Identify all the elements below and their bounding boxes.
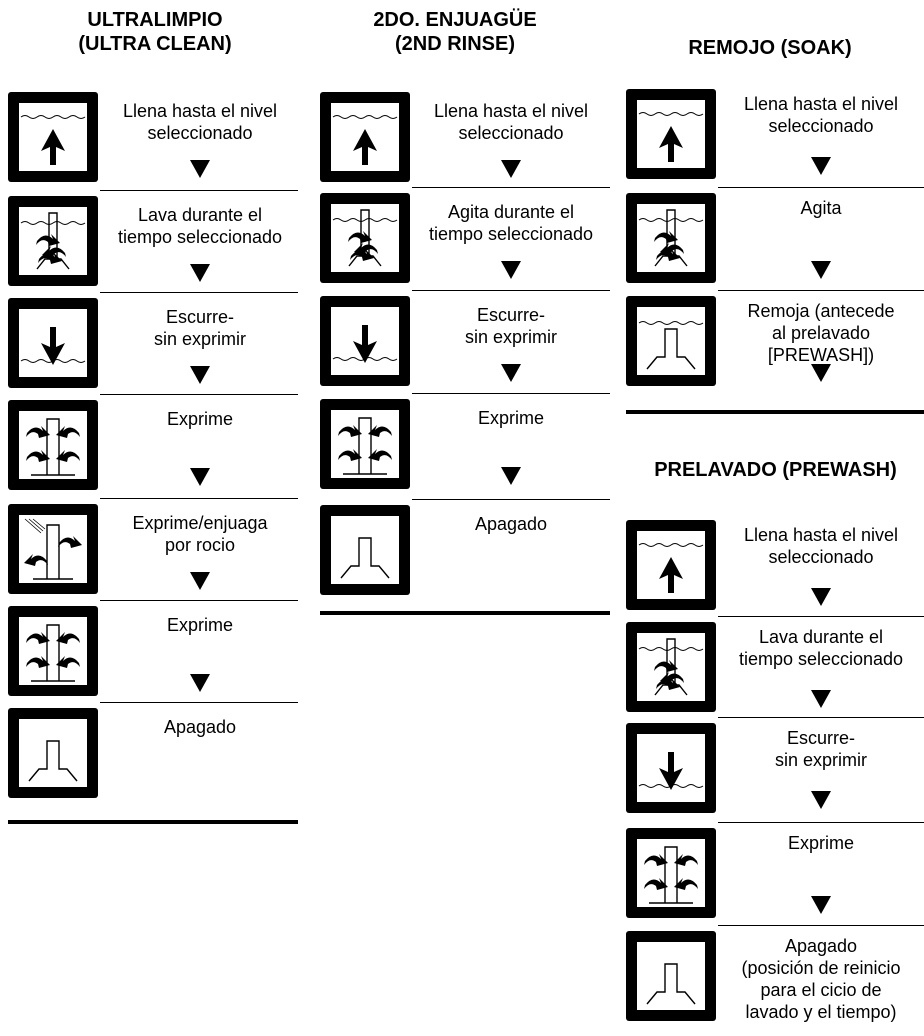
wash-icon [626, 622, 716, 712]
step-description: Exprime [166, 409, 233, 429]
column-end-bar [8, 820, 298, 824]
step-divider [100, 394, 298, 395]
step-description: Lava durante el tiempo seleccionado [117, 205, 283, 247]
next-step-arrow-icon [501, 467, 521, 485]
step-description: Escurre- sin exprimir [774, 728, 867, 770]
next-step-arrow-icon [811, 791, 831, 809]
off-icon [320, 505, 410, 595]
step-divider [718, 187, 924, 188]
column-end-bar [626, 410, 924, 414]
wash-icon [8, 196, 98, 286]
title-soak: REMOJO (SOAK) [640, 36, 900, 60]
drain-icon [8, 298, 98, 388]
next-step-arrow-icon [811, 690, 831, 708]
fill-icon [626, 89, 716, 179]
spin-icon [8, 606, 98, 696]
step-description: Llena hasta el nivel seleccionado [433, 101, 589, 143]
step-divider [100, 498, 298, 499]
step-divider [412, 499, 610, 500]
fill-icon [8, 92, 98, 182]
step-description: Apagado [474, 514, 548, 534]
column-end-bar [320, 611, 610, 615]
step-divider [412, 393, 610, 394]
next-step-arrow-icon [190, 366, 210, 384]
off-icon [8, 708, 98, 798]
step-divider [718, 925, 924, 926]
spray-rinse-icon [8, 504, 98, 594]
step-description: Exprime [787, 833, 854, 853]
next-step-arrow-icon [811, 588, 831, 606]
title-line: (ULTRA CLEAN) [78, 33, 232, 55]
next-step-arrow-icon [811, 364, 831, 382]
title-line: (2ND RINSE) [394, 33, 515, 55]
next-step-arrow-icon [190, 468, 210, 486]
step-description: Remoja (antecede al prelavado [PREWASH]) [747, 301, 895, 365]
title-second-rinse: 2DO. ENJUAGÜE (2ND RINSE) [325, 8, 585, 56]
step-description: Llena hasta el nivel seleccionado [122, 101, 278, 143]
step-description: Agita [800, 198, 842, 218]
spin-icon [626, 828, 716, 918]
step-description: Exprime [166, 615, 233, 635]
next-step-arrow-icon [501, 261, 521, 279]
fill-icon [320, 92, 410, 182]
step-divider [718, 616, 924, 617]
next-step-arrow-icon [811, 896, 831, 914]
title-line: PRELAVADO (PREWASH) [654, 459, 897, 481]
step-divider [718, 822, 924, 823]
off-icon [626, 931, 716, 1021]
drain-icon [626, 723, 716, 813]
step-divider [100, 702, 298, 703]
wash-icon [320, 193, 410, 283]
step-description: Exprime/enjuaga por rocio [132, 513, 268, 555]
next-step-arrow-icon [811, 157, 831, 175]
next-step-arrow-icon [190, 160, 210, 178]
step-divider [412, 290, 610, 291]
step-description: Agita durante el tiempo seleccionado [428, 202, 594, 244]
step-description: Apagado [163, 717, 237, 737]
step-divider [100, 190, 298, 191]
step-divider [718, 290, 924, 291]
step-description: Apagado (posición de reinicio para el ci… [741, 936, 901, 1022]
spin-icon [8, 400, 98, 490]
step-divider [100, 292, 298, 293]
drain-icon [320, 296, 410, 386]
next-step-arrow-icon [811, 261, 831, 279]
fill-icon [626, 520, 716, 610]
step-description: Escurre- sin exprimir [464, 305, 557, 347]
title-line: ULTRALIMPIO [87, 9, 223, 31]
title-line: 2DO. ENJUAGÜE [373, 9, 537, 31]
wash-icon [626, 193, 716, 283]
next-step-arrow-icon [501, 160, 521, 178]
step-divider [412, 187, 610, 188]
step-description: Escurre- sin exprimir [153, 307, 246, 349]
step-description: Llena hasta el nivel seleccionado [743, 94, 899, 136]
next-step-arrow-icon [190, 674, 210, 692]
title-ultra-clean: ULTRALIMPIO (ULTRA CLEAN) [20, 8, 290, 56]
next-step-arrow-icon [190, 572, 210, 590]
step-description: Lava durante el tiempo seleccionado [738, 627, 904, 669]
step-divider [100, 600, 298, 601]
next-step-arrow-icon [190, 264, 210, 282]
next-step-arrow-icon [501, 364, 521, 382]
step-description: Llena hasta el nivel seleccionado [743, 525, 899, 567]
soak-icon [626, 296, 716, 386]
title-line: REMOJO (SOAK) [688, 37, 852, 59]
step-description: Exprime [477, 408, 544, 428]
spin-icon [320, 399, 410, 489]
title-prewash: PRELAVADO (PREWASH) [627, 458, 924, 482]
step-divider [718, 717, 924, 718]
